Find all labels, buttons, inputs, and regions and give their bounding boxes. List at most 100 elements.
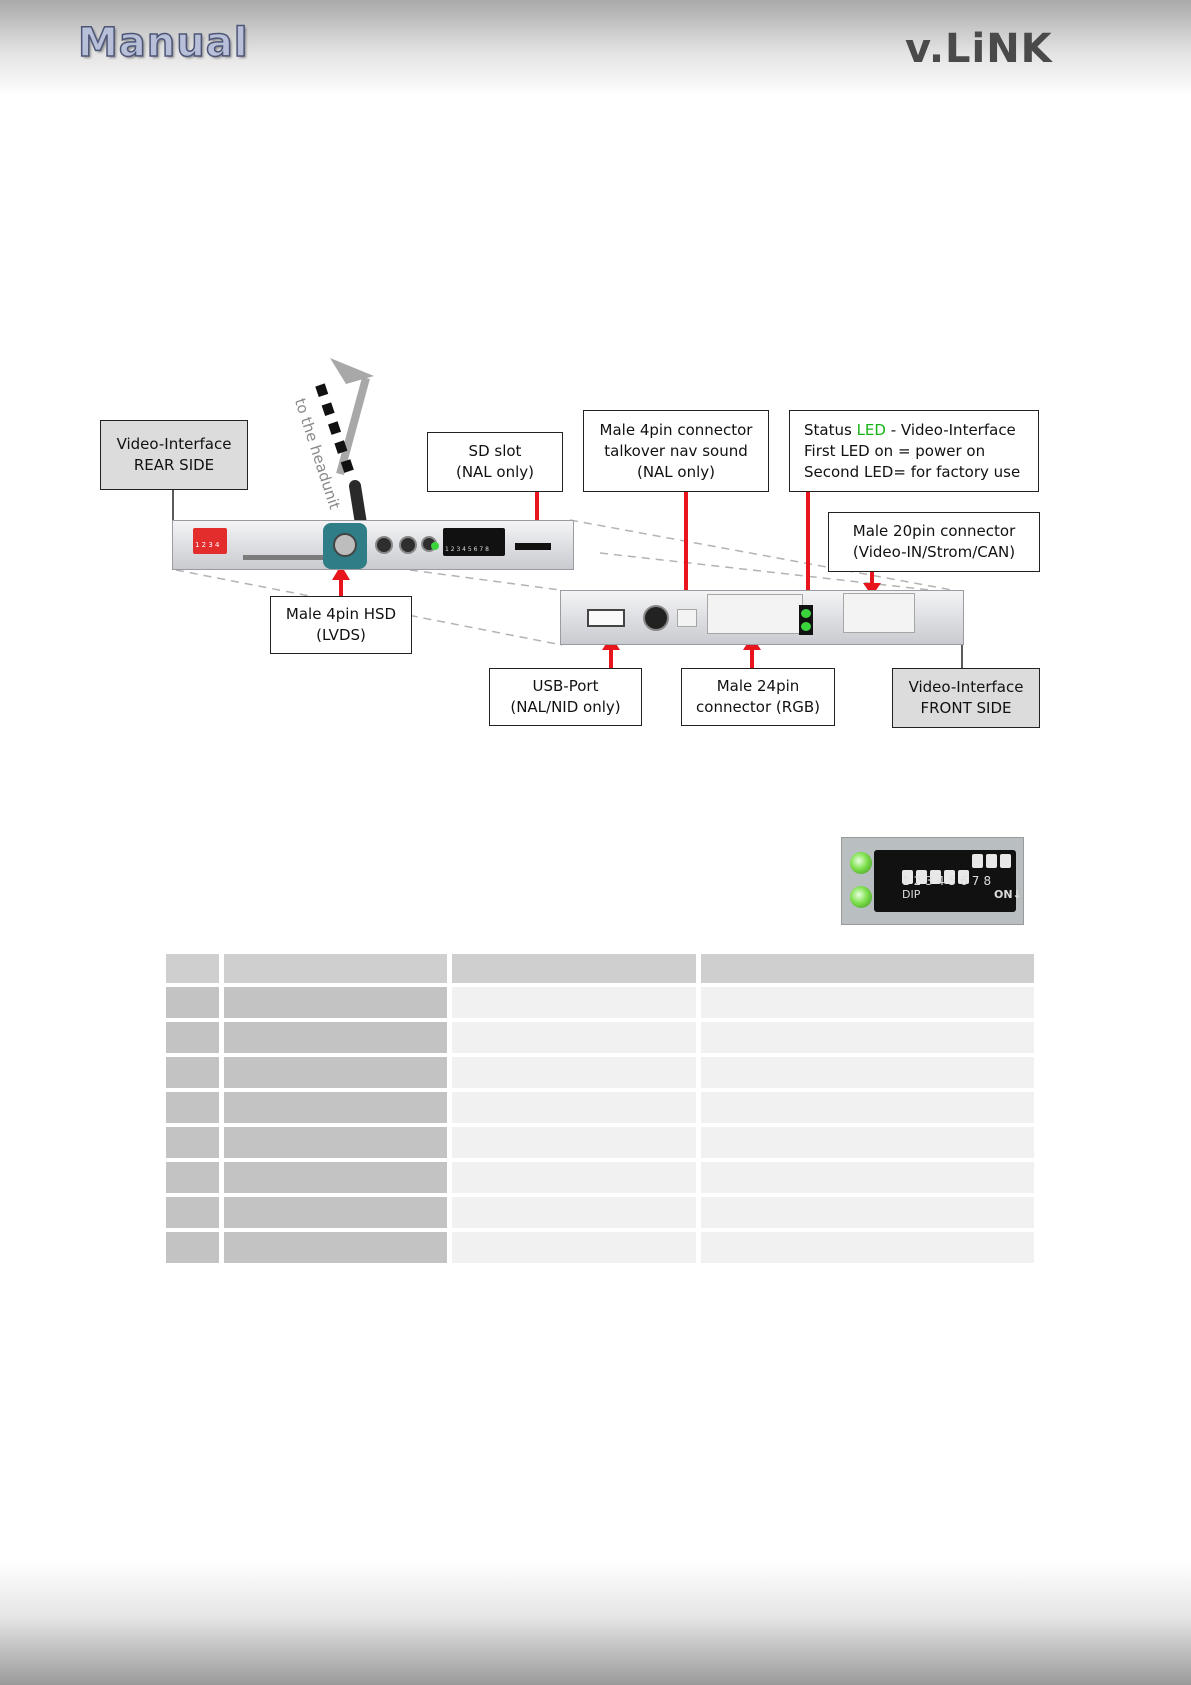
hsd-connector-core — [333, 533, 357, 557]
table-cell — [166, 1127, 219, 1158]
male-4pin-connector-line1: Male 4pin connector — [599, 420, 753, 439]
dip-knob-4 — [944, 870, 955, 884]
status-led-word: LED — [856, 420, 886, 439]
table-cell — [166, 1057, 219, 1088]
male-24pin-line1: Male 24pin — [716, 677, 800, 695]
table-cell — [224, 1197, 447, 1228]
male-4pin-hsd-callout: Male 4pin HSD (LVDS) — [270, 596, 412, 654]
table-cell — [166, 1197, 219, 1228]
table-row — [166, 1197, 1034, 1228]
male-20pin-line2: (Video-IN/Strom/CAN) — [852, 543, 1016, 561]
page-header — [0, 0, 1191, 96]
male-24pin-callout: Male 24pin connector (RGB) — [681, 668, 835, 726]
table-row — [166, 1022, 1034, 1053]
table-cell — [452, 1232, 696, 1263]
table-header-row — [166, 954, 1034, 983]
front-led-2 — [801, 622, 811, 631]
rear-slider-track — [243, 555, 333, 560]
rear-interface-device: 1 2 3 4 1 2 3 4 5 6 7 8 — [172, 520, 574, 570]
table-row — [166, 1127, 1034, 1158]
table-row — [166, 1162, 1034, 1193]
dip-knob-3 — [930, 870, 941, 884]
table-cell — [166, 1022, 219, 1053]
front-side-line1: Video-Interface — [908, 678, 1024, 696]
dip-knob-6 — [972, 854, 983, 868]
table-cell — [701, 1092, 1034, 1123]
rear-dip-switch — [193, 528, 227, 554]
front-24pin-socket — [707, 594, 803, 634]
dip-knob-2 — [916, 870, 927, 884]
status-led-prefix: Status — [804, 420, 857, 439]
table-row — [166, 987, 1034, 1018]
dip-photo-leds — [850, 852, 876, 912]
rear-side-callout: Video-Interface REAR SIDE — [100, 420, 248, 490]
table-cell — [166, 1232, 219, 1263]
table-cell — [452, 987, 696, 1018]
sd-slot-line1: SD slot — [468, 442, 522, 460]
male-4pin-hsd-line2: (LVDS) — [316, 626, 366, 644]
rear-side-line2: REAR SIDE — [133, 456, 215, 474]
male-20pin-line1: Male 20pin connector — [852, 522, 1016, 540]
dip-knob-1 — [902, 870, 913, 884]
table-cell — [224, 954, 447, 983]
male-24pin-line2: connector (RGB) — [696, 698, 820, 716]
dip-settings-table — [161, 950, 1039, 1267]
table-cell — [701, 1232, 1034, 1263]
front-led-1 — [801, 609, 811, 618]
table-cell — [166, 987, 219, 1018]
status-led-suffix: - Video-Interface — [885, 420, 1016, 439]
usb-port-callout: USB-Port (NAL/NID only) — [489, 668, 642, 726]
page-footer — [0, 1560, 1191, 1685]
status-led-callout: Status LED - Video-Interface First LED o… — [789, 410, 1039, 492]
front-status-leds — [799, 605, 813, 635]
rear-side-line1: Video-Interface — [116, 435, 232, 453]
rear-led — [431, 542, 439, 550]
dip-switch-photo: 12345678 DIP ON↓ — [841, 837, 1024, 925]
status-led-line1: Status LED - Video-Interface — [804, 420, 1038, 441]
usb-port-line1: USB-Port — [532, 677, 599, 695]
table-cell — [452, 1092, 696, 1123]
table-cell — [224, 1127, 447, 1158]
table-cell — [452, 1162, 696, 1193]
table-cell — [224, 987, 447, 1018]
table-cell — [701, 954, 1034, 983]
male-4pin-connector-callout: Male 4pin connector talkover nav sound (… — [583, 410, 769, 492]
rear-dip8-switch — [443, 528, 505, 556]
table-cell — [701, 1197, 1034, 1228]
male-20pin-callout: Male 20pin connector (Video-IN/Strom/CAN… — [828, 512, 1040, 572]
table-row — [166, 1232, 1034, 1263]
dip-knob-8 — [1000, 854, 1011, 868]
table-cell — [166, 1092, 219, 1123]
dip-photo-numbers: 12345678 — [902, 874, 996, 888]
rear-jack-1 — [375, 536, 393, 554]
manual-logo: Manual — [77, 19, 249, 67]
front-round-jack — [643, 605, 669, 631]
table-cell — [166, 1162, 219, 1193]
table-cell — [701, 1127, 1034, 1158]
status-led-line2: First LED on = power on — [804, 441, 986, 460]
dip-photo-led-1 — [850, 852, 872, 874]
status-led-line3: Second LED= for factory use — [804, 462, 1021, 481]
table-cell — [224, 1022, 447, 1053]
rear-jack-2 — [399, 536, 417, 554]
table-cell — [224, 1162, 447, 1193]
dip-knob-7 — [986, 854, 997, 868]
front-side-callout: Video-Interface FRONT SIDE — [892, 668, 1040, 728]
table-row — [166, 1092, 1034, 1123]
dip-photo-on-label: ON↓ — [994, 888, 1022, 901]
table-cell — [452, 1127, 696, 1158]
dip-photo-dip-label: DIP — [902, 888, 921, 901]
table-cell — [701, 1057, 1034, 1088]
dip-knob-5 — [958, 870, 969, 884]
front-20pin-socket — [843, 593, 915, 633]
table-cell — [224, 1092, 447, 1123]
table-cell — [166, 954, 219, 983]
table-cell — [224, 1057, 447, 1088]
usb-port-socket — [587, 609, 625, 627]
sd-slot-line2: (NAL only) — [455, 463, 535, 481]
dip-photo-switch-block — [874, 850, 1016, 912]
table-cell — [701, 1022, 1034, 1053]
front-interface-device — [560, 590, 964, 645]
sd-slot-callout: SD slot (NAL only) — [427, 432, 563, 492]
front-side-line2: FRONT SIDE — [920, 699, 1012, 717]
